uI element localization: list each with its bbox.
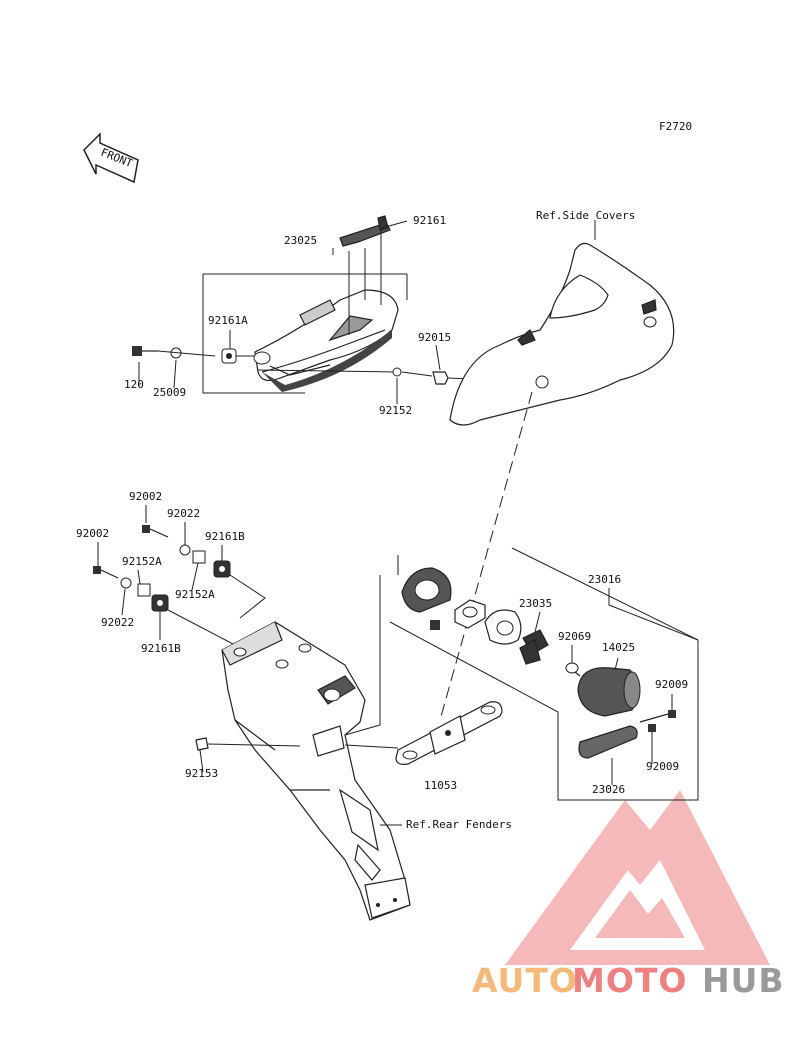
label-23035: 23035	[519, 597, 552, 610]
collar-92152A-lower	[137, 583, 151, 597]
nut-92015	[432, 371, 449, 385]
label-92022-lower: 92022	[101, 616, 134, 629]
watermark-logo-icon	[505, 790, 770, 965]
socket-23035	[484, 609, 522, 645]
grommet-92161B-lower	[151, 594, 169, 612]
watermark-text-hub: HUB	[702, 961, 785, 1000]
bolt-92153	[195, 737, 301, 751]
collar-92152A-upper	[192, 550, 206, 564]
label-92069: 92069	[558, 630, 591, 643]
screw-92009	[639, 710, 676, 732]
bracket-92161	[339, 215, 391, 247]
bolt-92002-lower	[93, 566, 119, 579]
cover-23026	[578, 725, 638, 759]
label-92153: 92153	[185, 767, 218, 780]
label-92015: 92015	[418, 331, 451, 344]
lamp-base	[401, 567, 452, 630]
side-cover	[449, 242, 675, 426]
label-23025: 23025	[284, 234, 317, 247]
bolt-120	[132, 346, 158, 356]
figure-code: F2720	[659, 120, 692, 133]
label-92002-lower: 92002	[76, 527, 109, 540]
label-92152A-lower: 92152A	[175, 588, 215, 601]
label-92009-lower: 92009	[646, 760, 679, 773]
watermark-text-auto: AUTO	[472, 961, 578, 1000]
label-92161B-lower: 92161B	[141, 642, 181, 655]
label-92152: 92152	[379, 404, 412, 417]
label-92161: 92161	[413, 214, 446, 227]
tail-light-housing	[253, 289, 399, 392]
label-92002-upper: 92002	[129, 490, 162, 503]
grommet-92161B-upper	[213, 560, 231, 578]
label-92009-upper: 92009	[655, 678, 688, 691]
bolt-92002-upper	[142, 525, 169, 538]
bulb-92069	[565, 662, 581, 677]
lens-14025	[577, 667, 641, 717]
watermark-text-moto: MOTO	[572, 961, 687, 1000]
label-11053: 11053	[424, 779, 457, 792]
washer-92022-upper	[179, 544, 191, 556]
license-light-bracket	[395, 701, 503, 765]
ref-rear-fenders: Ref.Rear Fenders	[406, 818, 512, 831]
label-92022-upper: 92022	[167, 507, 200, 520]
label-25009: 25009	[153, 386, 186, 399]
label-14025: 14025	[602, 641, 635, 654]
washer-92022-lower	[120, 577, 132, 589]
ref-side-covers: Ref.Side Covers	[536, 209, 635, 222]
label-92152A-upper: 92152A	[122, 555, 162, 568]
clip-23035	[519, 629, 549, 665]
label-92161B-upper: 92161B	[205, 530, 245, 543]
washer-92152	[392, 367, 402, 377]
screw-92009-small	[430, 620, 440, 630]
label-120: 120	[124, 378, 144, 391]
label-23026: 23026	[592, 783, 625, 796]
tail-bracket	[221, 621, 411, 921]
socket	[454, 599, 486, 629]
label-23016: 23016	[588, 573, 621, 586]
front-arrow-icon: FRONT	[83, 132, 139, 184]
label-92161A: 92161A	[208, 314, 248, 327]
grommet-92161A	[221, 348, 237, 364]
